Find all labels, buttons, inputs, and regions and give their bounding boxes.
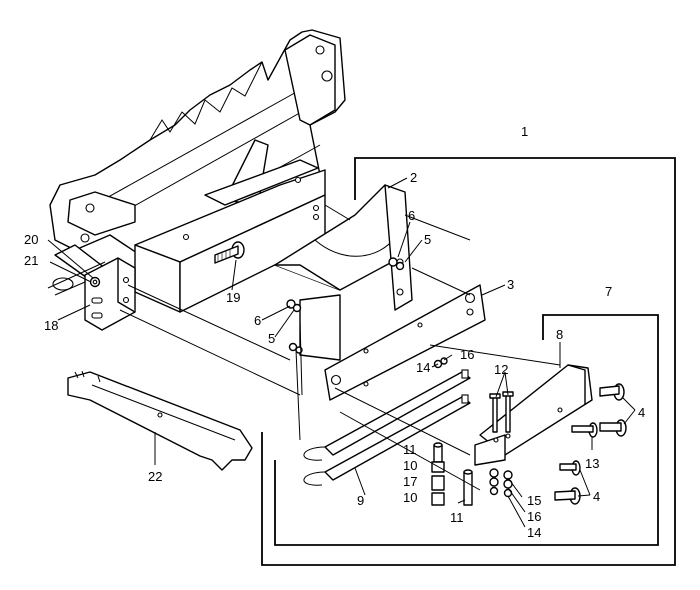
bolt-19 xyxy=(214,241,245,264)
callout-17: 17 xyxy=(403,474,417,489)
hitch-bracket xyxy=(84,257,136,331)
callout-15: 15 xyxy=(527,493,541,508)
callout-19: 19 xyxy=(226,290,240,305)
alignment-lines xyxy=(119,204,561,491)
bolt-13 xyxy=(571,422,598,438)
pin-11-lower xyxy=(463,469,473,506)
callout-7: 7 xyxy=(605,284,612,299)
callout-10-upper: 10 xyxy=(403,458,417,473)
callout-12: 12 xyxy=(494,362,508,377)
pin-assembly-10-11-17 xyxy=(431,442,445,506)
lift-rods xyxy=(303,369,471,486)
assembly-bracket-7 xyxy=(274,314,659,546)
callout-13: 13 xyxy=(585,456,599,471)
mower-blade xyxy=(67,370,253,471)
callout-11-lower: 11 xyxy=(450,510,464,525)
pins-4 xyxy=(554,383,627,505)
callout-14-lower: 14 xyxy=(527,525,541,540)
callout-21: 21 xyxy=(24,253,38,268)
nuts-14-15-16-lower xyxy=(489,468,513,498)
callout-labels: 1 2 3 4 4 5 5 6 6 7 8 9 10 10 11 11 12 1… xyxy=(24,124,645,540)
callout-1: 1 xyxy=(521,124,528,139)
callout-18: 18 xyxy=(44,318,58,333)
callout-4-upper: 4 xyxy=(638,405,645,420)
callout-6-upper: 6 xyxy=(408,208,415,223)
assembly-bracket-1 xyxy=(261,157,676,566)
callout-2: 2 xyxy=(410,170,417,185)
callout-11-upper: 11 xyxy=(403,442,417,457)
callout-3: 3 xyxy=(507,277,514,292)
callout-4-lower: 4 xyxy=(593,489,600,504)
callout-10-lower: 10 xyxy=(403,490,417,505)
callout-20: 20 xyxy=(24,232,38,247)
callout-22: 22 xyxy=(148,469,162,484)
leader-lines xyxy=(47,177,636,528)
tractor-frame xyxy=(47,29,346,313)
callout-14-upper: 14 xyxy=(416,360,430,375)
callout-16-upper: 16 xyxy=(460,347,474,362)
mount-plate xyxy=(299,284,486,401)
callout-5-lower: 5 xyxy=(268,331,275,346)
callout-9: 9 xyxy=(357,493,364,508)
nut-14-16-upper xyxy=(433,357,448,369)
guard-bracket xyxy=(274,184,413,311)
callout-5-upper: 5 xyxy=(424,232,431,247)
callout-16-lower: 16 xyxy=(527,509,541,524)
callout-8: 8 xyxy=(556,327,563,342)
bolt-lower xyxy=(559,460,581,476)
callout-6-lower: 6 xyxy=(254,313,261,328)
nut-21 xyxy=(89,276,101,288)
